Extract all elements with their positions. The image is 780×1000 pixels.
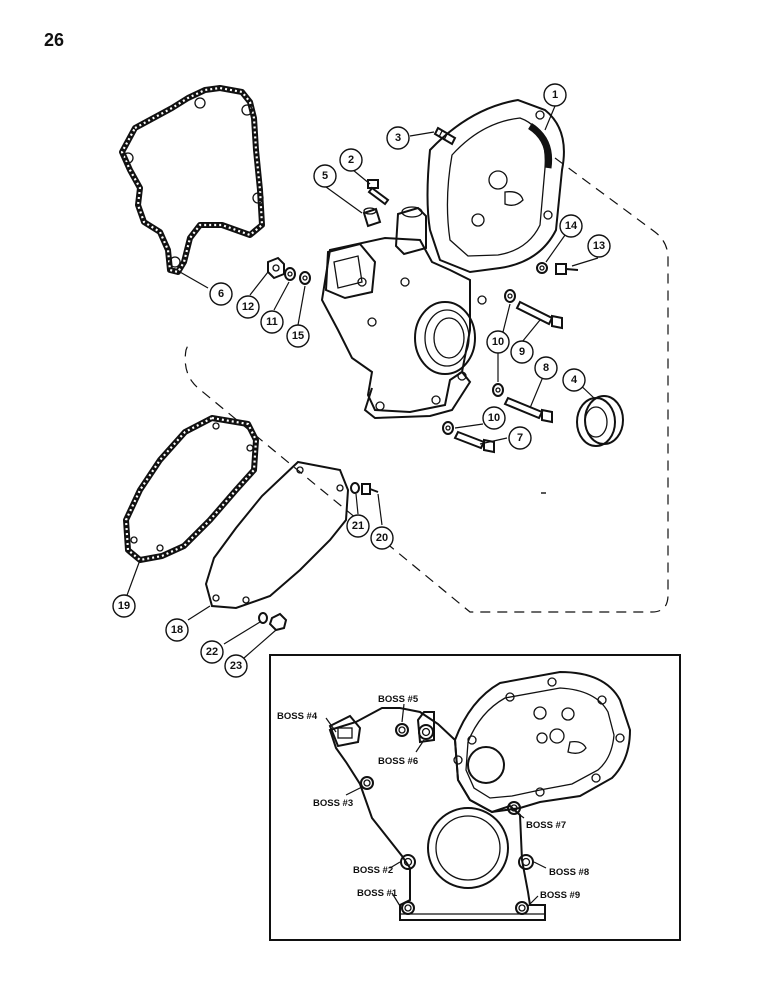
svg-text:10: 10 <box>492 336 504 348</box>
svg-text:11: 11 <box>266 316 278 328</box>
callout-7: 7 <box>508 426 532 450</box>
boss-label-7: BOSS #7 <box>526 820 566 831</box>
svg-text:19: 19 <box>118 600 130 612</box>
callout-10-lower: 10 <box>482 406 506 430</box>
callout-3: 3 <box>386 126 410 150</box>
svg-text:13: 13 <box>593 240 605 252</box>
svg-text:7: 7 <box>517 432 523 444</box>
svg-text:23: 23 <box>230 660 242 672</box>
stud <box>433 126 457 146</box>
front-cover-gasket <box>123 415 259 563</box>
callout-13: 13 <box>587 234 611 258</box>
callout-2: 2 <box>339 148 363 172</box>
callout-11: 11 <box>260 310 284 334</box>
svg-text:8: 8 <box>543 362 549 374</box>
leader-lines <box>125 105 599 659</box>
boss-label-2: BOSS #2 <box>353 865 393 876</box>
svg-text:9: 9 <box>519 346 525 358</box>
cover-washer <box>350 482 360 494</box>
nut <box>267 256 285 280</box>
svg-text:22: 22 <box>206 646 218 658</box>
svg-text:21: 21 <box>352 520 364 532</box>
bolt <box>367 179 390 206</box>
svg-text:5: 5 <box>322 170 328 182</box>
svg-text:6: 6 <box>218 288 224 300</box>
callout-9: 9 <box>510 340 534 364</box>
inset-leader-lines <box>325 703 547 907</box>
callout-22: 22 <box>200 640 224 664</box>
washer-upper <box>504 289 516 303</box>
svg-text:20: 20 <box>376 532 388 544</box>
long-bolt <box>515 300 563 330</box>
star-washer <box>536 262 548 274</box>
timing-cover-gasket <box>119 85 265 275</box>
callout-5: 5 <box>313 164 337 188</box>
boss-label-3: BOSS #3 <box>313 798 353 809</box>
boss-label-9: BOSS #9 <box>540 890 580 901</box>
callout-6: 6 <box>209 282 233 306</box>
boss-label-1: BOSS #1 <box>357 888 398 899</box>
callout-23: 23 <box>224 654 248 678</box>
callout-18: 18 <box>165 618 189 642</box>
dowel-sleeve <box>362 207 382 228</box>
callout-8: 8 <box>534 356 558 380</box>
svg-text:1: 1 <box>552 89 558 101</box>
assembly-outline-dashed <box>184 157 669 613</box>
washer-lower <box>442 421 454 435</box>
medium-bolt <box>503 396 553 424</box>
boss-label-4: BOSS #4 <box>277 711 318 722</box>
svg-text:18: 18 <box>171 624 183 636</box>
flat-washer <box>299 271 311 285</box>
callout-12: 12 <box>236 295 260 319</box>
cap-screw-small <box>555 263 579 275</box>
cover-nut <box>268 612 288 632</box>
callout-20: 20 <box>370 526 394 550</box>
svg-text:10: 10 <box>488 412 500 424</box>
boss-label-6: BOSS #6 <box>378 756 418 767</box>
callout-10-upper: 10 <box>486 330 510 354</box>
callout-4: 4 <box>562 368 586 392</box>
callout-15: 15 <box>286 324 310 348</box>
svg-text:15: 15 <box>292 330 304 342</box>
boss-label-5: BOSS #5 <box>378 694 419 705</box>
svg-text:14: 14 <box>565 220 578 232</box>
cover-lock-washer <box>258 612 268 624</box>
page-number: 26 <box>44 30 65 50</box>
lock-washer <box>284 267 296 281</box>
inset-housing-drawing <box>328 670 632 921</box>
svg-text:4: 4 <box>571 374 578 386</box>
callout-19: 19 <box>112 594 136 618</box>
washer-mid <box>492 383 504 397</box>
timing-gear-housing <box>320 98 565 420</box>
boss-location-inset-frame <box>269 654 681 941</box>
svg-text:12: 12 <box>242 301 254 313</box>
cover-screw <box>361 483 379 495</box>
boss-label-8: BOSS #8 <box>549 867 589 878</box>
callout-21: 21 <box>346 514 370 538</box>
svg-text:3: 3 <box>395 132 401 144</box>
front-cover-plate <box>204 460 350 610</box>
oil-seal <box>576 395 624 447</box>
callout-14: 14 <box>559 214 583 238</box>
svg-text:2: 2 <box>348 154 354 166</box>
callout-1: 1 <box>543 83 567 107</box>
